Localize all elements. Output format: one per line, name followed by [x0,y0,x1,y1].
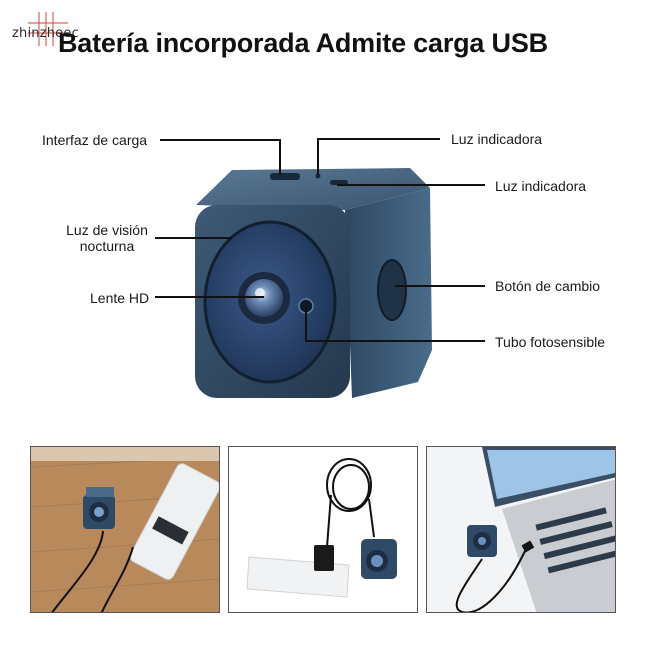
watermark-mark [34,12,64,46]
label-photosensitive-tube: Tubo fotosensible [495,334,605,350]
callout-lines [155,138,485,342]
page-title: Batería incorporada Admite carga USB [58,28,548,58]
switch-button-icon [377,259,407,321]
camera-top [196,168,430,210]
label-night-vision-line1: Luz de visión [66,222,148,238]
label-hd-lens: Lente HD [90,290,150,306]
watermark-text: zhinzheec [12,26,79,41]
label-indicator-right: Luz indicadora [495,178,587,194]
indicator-light-icon [330,180,348,185]
label-night-vision: Luz de visión nocturna [62,222,152,254]
indicator-light-icon [315,173,321,179]
photo-laptop [426,446,616,613]
label-night-vision-line2: nocturna [79,238,135,254]
label-switch-button: Botón de cambio [495,278,601,294]
photo-charger [228,446,418,613]
photo-powerbank [30,446,220,613]
charging-port-icon [270,173,300,180]
brand-watermark: zhinzheec [8,10,108,50]
label-indicator-top: Luz indicadora [451,131,543,147]
label-charging-interface: Interfaz de carga [42,132,148,148]
